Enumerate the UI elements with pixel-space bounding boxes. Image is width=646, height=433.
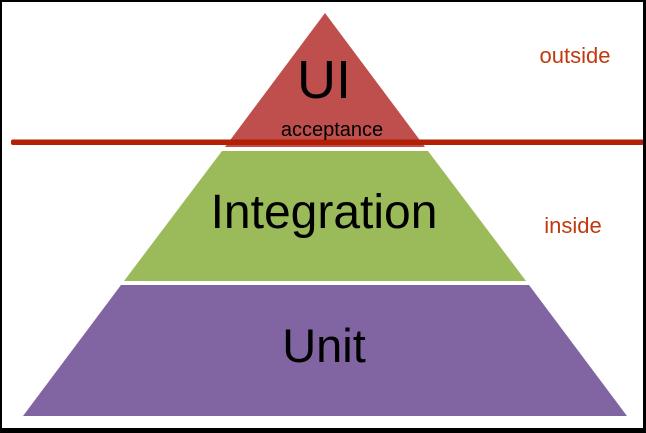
ui-layer-label: UI [297,50,351,110]
integration-layer-label: Integration [211,186,438,239]
acceptance-boundary-line [11,139,644,145]
integration-layer-shape [124,151,526,281]
unit-layer-label: Unit [282,319,366,372]
unit-layer-shape [23,285,627,416]
inside-region-label: inside [544,213,601,238]
outside-region-label: outside [540,43,611,68]
ui-layer-shape [225,13,425,147]
acceptance-label: acceptance [281,119,383,141]
